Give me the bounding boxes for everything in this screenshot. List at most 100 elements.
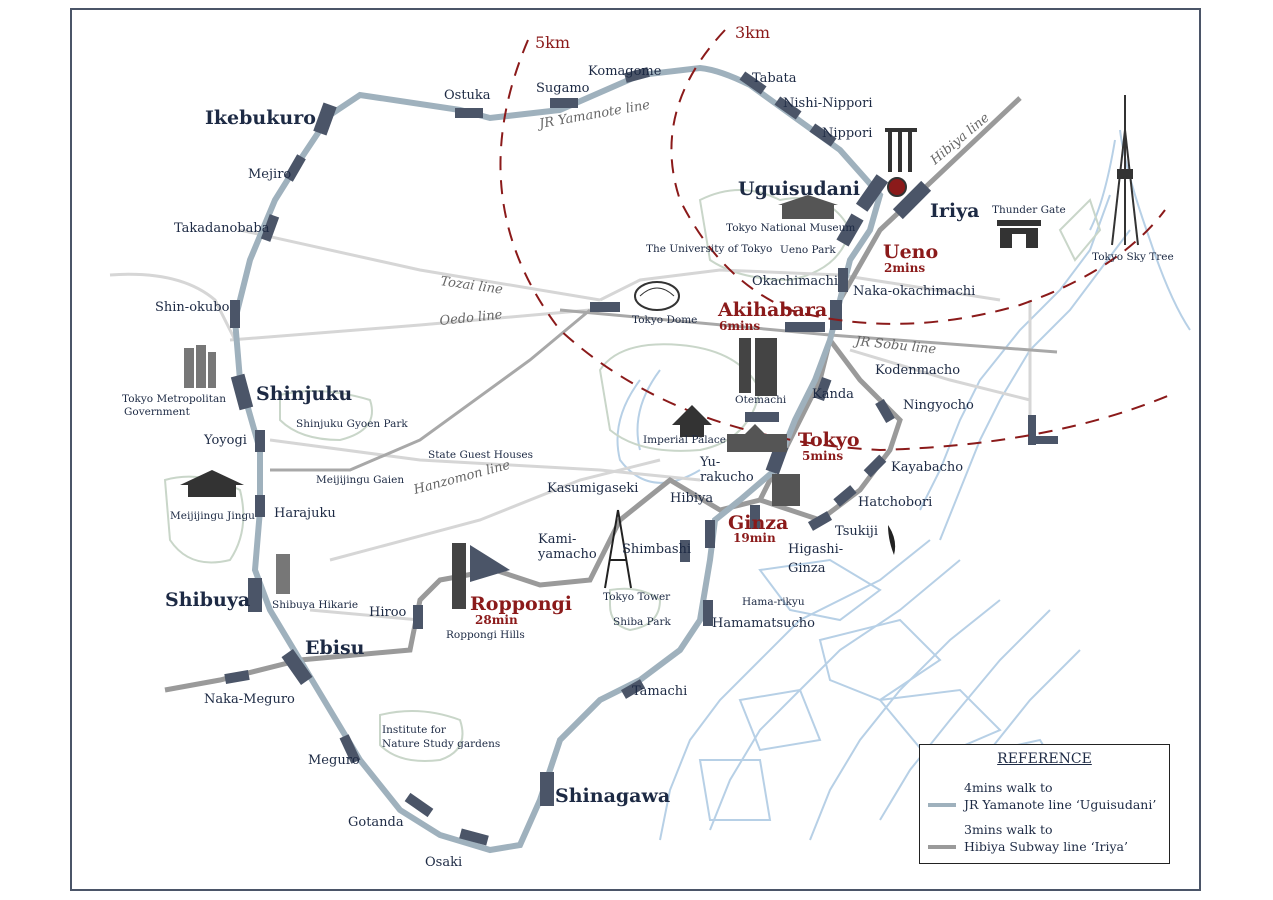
station-kamiyamacho-1: Kami- bbox=[538, 532, 576, 547]
station-kodenmacho: Kodenmacho bbox=[875, 363, 960, 378]
tokyo-station-icon bbox=[727, 424, 787, 452]
legend-row1-line2: JR Yamanote line ‘Uguisudani’ bbox=[964, 797, 1157, 812]
landmark-nature-2: Nature Study gardens bbox=[382, 738, 500, 750]
landmark-sky-tree: Tokyo Sky Tree bbox=[1092, 251, 1174, 263]
museum-icon bbox=[778, 195, 838, 219]
station-osaki: Osaki bbox=[425, 855, 462, 870]
station-shimbashi: Shimbashi bbox=[622, 542, 691, 557]
landmark-otemachi: Otemachi bbox=[735, 394, 787, 406]
station-ningyocho: Ningyocho bbox=[903, 398, 974, 413]
otemachi-towers-icon bbox=[739, 338, 777, 396]
tokyo-time: 5mins bbox=[802, 449, 843, 463]
station-kamiyamacho-2: yamacho bbox=[537, 547, 597, 562]
tokyo-dome-icon bbox=[634, 281, 680, 311]
oedo-line-label: Oedo line bbox=[439, 307, 504, 329]
sky-tree-icon bbox=[1111, 95, 1139, 246]
station-ostuka: Ostuka bbox=[444, 88, 491, 103]
station-nakaokachimachi: Naka-okachimachi bbox=[853, 284, 975, 299]
roppongi-time: 28min bbox=[475, 613, 518, 627]
iriya-icon bbox=[885, 128, 917, 197]
station-tsukiji: Tsukiji bbox=[835, 524, 878, 539]
station-shinagawa: Shinagawa bbox=[555, 785, 670, 807]
meiji-shrine-icon bbox=[180, 470, 244, 497]
station-higashiginza-2: Ginza bbox=[788, 561, 826, 576]
landmark-thunder-gate: Thunder Gate bbox=[992, 204, 1066, 216]
legend-swatch-hibiya bbox=[928, 845, 956, 849]
station-gotanda: Gotanda bbox=[348, 815, 404, 830]
landmark-meijijingu: Meijijingu Jingu bbox=[170, 510, 255, 522]
tokyo-tower-icon bbox=[604, 509, 632, 589]
station-takadanobaba: Takadanobaba bbox=[174, 221, 270, 236]
legend-swatch-yamanote bbox=[928, 803, 956, 807]
landmark-meijijingu-gaien: Meijijingu Gaien bbox=[316, 474, 404, 486]
gate-icon bbox=[997, 220, 1041, 248]
ueno-time: 2mins bbox=[884, 261, 925, 275]
station-ueno: Ueno bbox=[883, 241, 938, 263]
station-nakameguro: Naka-Meguro bbox=[204, 692, 295, 707]
landmark-univ-tokyo: The University of Tokyo bbox=[646, 243, 772, 255]
landmark-hikarie: Shibuya Hikarie bbox=[272, 599, 358, 611]
station-yurakucho-1: Yu- bbox=[699, 455, 720, 470]
landmark-tokyo-tower: Tokyo Tower bbox=[603, 591, 671, 603]
legend-row1-line1: 4mins walk to bbox=[964, 780, 1053, 795]
station-akihabara: Akihabara bbox=[717, 299, 827, 321]
station-tokyo: Tokyo bbox=[798, 429, 860, 451]
landmark-gyoen: Shinjuku Gyoen Park bbox=[296, 418, 408, 430]
legend-row2-line2: Hibiya Subway line ‘Iriya’ bbox=[964, 839, 1128, 854]
roppongi-hills-icon bbox=[452, 543, 466, 609]
radius-5km-label: 5km bbox=[535, 33, 570, 52]
station-shinjuku: Shinjuku bbox=[256, 383, 352, 405]
station-meguro: Meguro bbox=[308, 753, 360, 768]
landmark-hama-rikyu: Hama-rikyu bbox=[742, 596, 805, 608]
station-hiroo: Hiroo bbox=[369, 605, 407, 620]
metro-gov-icon bbox=[184, 345, 216, 388]
station-harajuku: Harajuku bbox=[274, 506, 336, 521]
station-kayabacho: Kayabacho bbox=[891, 460, 963, 475]
akihabara-time: 6mins bbox=[719, 319, 760, 333]
imperial-palace-icon bbox=[672, 405, 712, 437]
station-komagome: Komagome bbox=[588, 64, 662, 79]
station-shibuya: Shibuya bbox=[165, 589, 250, 611]
station-hatchobori: Hatchobori bbox=[858, 495, 932, 510]
radius-circles bbox=[499, 29, 1171, 452]
station-shinokubo: Shin-okubo bbox=[155, 300, 230, 315]
station-sugamo: Sugamo bbox=[536, 81, 590, 96]
hikarie-icon bbox=[276, 554, 290, 594]
yamanote-line bbox=[231, 64, 884, 854]
station-roppongi: Roppongi bbox=[470, 593, 572, 615]
radius-3km-label: 3km bbox=[735, 23, 770, 42]
landmark-roppongi-hills: Roppongi Hills bbox=[446, 629, 525, 641]
ginza-building-icon bbox=[772, 474, 800, 506]
station-iriya: Iriya bbox=[930, 200, 979, 222]
landmark-metro-gov-2: Government bbox=[124, 406, 191, 418]
station-nippori: Nippori bbox=[822, 126, 872, 141]
station-nishinippori: Nishi-Nippori bbox=[783, 96, 873, 111]
landmark-metro-gov-1: Tokyo Metropolitan bbox=[122, 393, 226, 405]
station-ebisu: Ebisu bbox=[305, 637, 365, 659]
reference-legend: REFERENCE 4mins walk to JR Yamanote line… bbox=[919, 744, 1170, 864]
station-ginza: Ginza bbox=[728, 512, 788, 534]
landmark-ueno-park: Ueno Park bbox=[780, 244, 836, 256]
station-higashiginza-1: Higashi- bbox=[788, 542, 843, 557]
legend-title: REFERENCE bbox=[997, 751, 1092, 767]
station-hibiya: Hibiya bbox=[670, 491, 713, 506]
station-kanda: Kanda bbox=[812, 387, 854, 402]
station-kasumigaseki: Kasumigaseki bbox=[547, 481, 638, 496]
landmark-guest-houses: State Guest Houses bbox=[428, 449, 533, 461]
station-markers bbox=[224, 67, 1058, 846]
station-yurakucho-2: rakucho bbox=[700, 470, 754, 485]
station-mejiro: Mejiro bbox=[248, 167, 291, 182]
landmark-imperial-palace: Imperial Palace bbox=[643, 434, 726, 446]
station-hamamatsucho: Hamamatsucho bbox=[712, 616, 815, 631]
station-yoyogi: Yoyogi bbox=[203, 433, 247, 448]
water-bodies bbox=[616, 129, 1191, 841]
station-tabata: Tabata bbox=[752, 71, 797, 86]
station-tamachi: Tamachi bbox=[632, 684, 687, 699]
minor-lines bbox=[109, 228, 1032, 622]
landmark-tokyo-dome: Tokyo Dome bbox=[632, 314, 697, 326]
station-okachimachi: Okachimachi bbox=[752, 274, 838, 289]
fish-icon bbox=[888, 525, 896, 555]
station-uguisudani: Uguisudani bbox=[738, 178, 860, 200]
legend-row2-line1: 3mins walk to bbox=[964, 822, 1053, 837]
